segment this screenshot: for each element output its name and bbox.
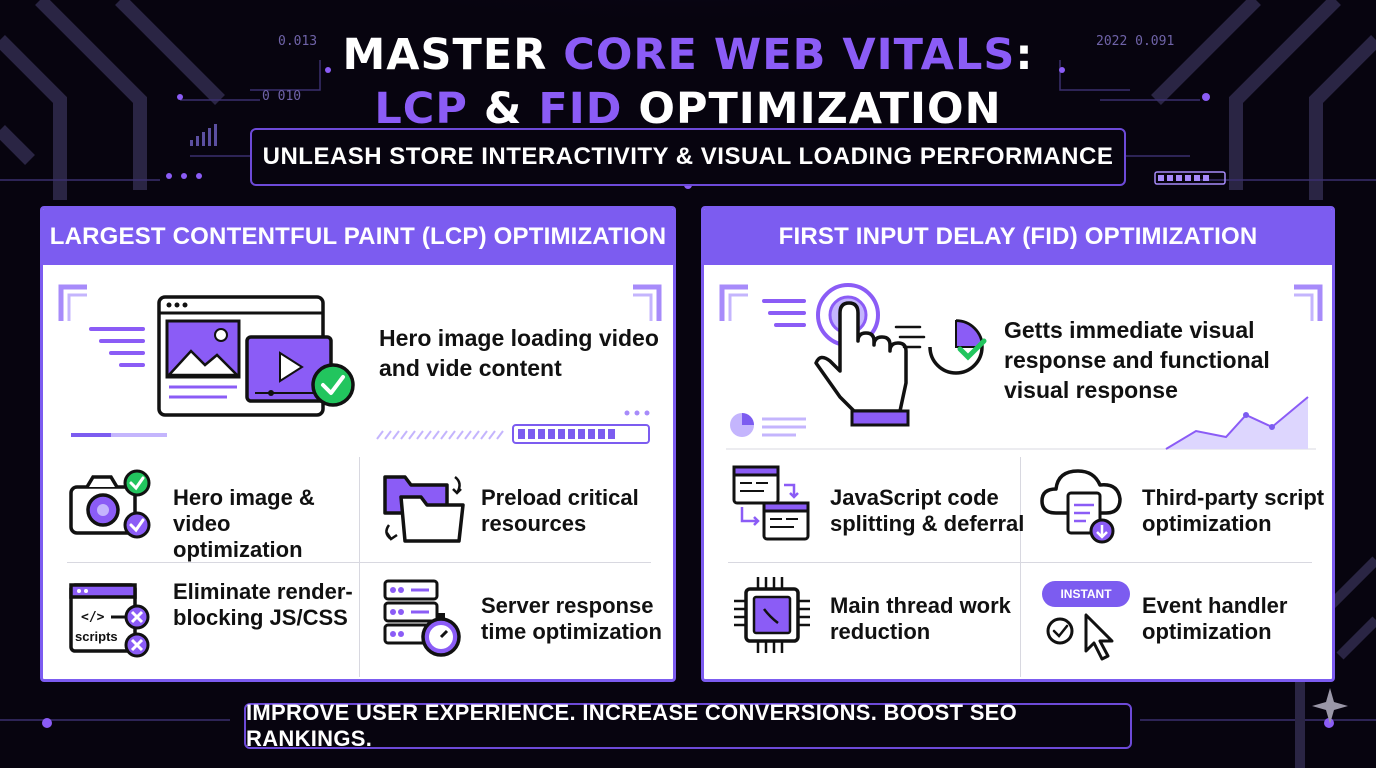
lcp-panel-heading: LARGEST CONTENTFUL PAINT (LCP) OPTIMIZAT… bbox=[43, 209, 673, 265]
instant-cursor-icon bbox=[1046, 613, 1114, 661]
scripts-blocked-icon: </> scripts bbox=[69, 583, 150, 658]
lcp-item-hero-media: Hero image & video optimization bbox=[65, 461, 365, 565]
lcp-item-label: Hero image & video optimization bbox=[173, 485, 315, 562]
lcp-item-server: Server response time optimization bbox=[377, 571, 673, 675]
fid-hero: Getts immediate visual response and func… bbox=[704, 265, 1332, 453]
camera-check-icon bbox=[69, 469, 151, 539]
corner-bracket-icon bbox=[1294, 284, 1323, 321]
corner-bracket-icon bbox=[58, 284, 87, 321]
fid-item-label: Main thread work reduction bbox=[830, 593, 1011, 644]
fid-item-event-handler: INSTANT Event handler optimization bbox=[1038, 571, 1332, 675]
lcp-hero: Hero image loading video and vide conten… bbox=[43, 265, 673, 453]
folders-icon bbox=[383, 475, 465, 543]
code-split-icon bbox=[732, 465, 810, 541]
fid-item-code-splitting: JavaScript code splitting & deferral bbox=[726, 461, 1026, 565]
svg-text:</>: </> bbox=[81, 610, 105, 625]
title-text: OPTIMIZATION bbox=[622, 84, 1002, 134]
fid-hero-text: Getts immediate visual response and func… bbox=[1004, 317, 1270, 403]
cloud-script-icon bbox=[1040, 469, 1122, 544]
lcp-hero-text: Hero image loading video and vide conten… bbox=[379, 325, 659, 381]
lcp-item-preload: Preload critical resources bbox=[377, 461, 673, 565]
page-title-line1: MASTER CORE WEB VITALS: bbox=[0, 30, 1376, 80]
corner-bracket-icon bbox=[633, 284, 662, 321]
lcp-item-label: Eliminate render-blocking JS/CSS bbox=[173, 579, 353, 630]
title-text: : bbox=[1015, 30, 1034, 80]
title-text: & bbox=[467, 84, 539, 134]
fid-item-third-party: Third-party script optimization bbox=[1038, 461, 1332, 565]
hero-media-icon bbox=[89, 295, 355, 417]
page-subtitle: UNLEASH STORE INTERACTIVITY & VISUAL LOA… bbox=[250, 128, 1126, 186]
deco-number: 0.013 bbox=[278, 34, 318, 49]
instant-badge: INSTANT bbox=[1042, 581, 1130, 607]
server-timer-icon bbox=[383, 579, 461, 657]
fid-item-label: Event handler optimization bbox=[1142, 593, 1288, 644]
corner-bracket-icon bbox=[719, 284, 748, 321]
title-accent-text: LCP bbox=[374, 84, 468, 134]
lcp-item-label: Preload critical resources bbox=[481, 485, 639, 536]
scripts-icon-label: scripts bbox=[75, 629, 118, 644]
lcp-item-label: Server response time optimization bbox=[481, 593, 662, 644]
loading-progress-decoration bbox=[71, 410, 650, 444]
title-accent-text: FID bbox=[538, 84, 623, 134]
fid-panel-heading: FIRST INPUT DELAY (FID) OPTIMIZATION bbox=[704, 209, 1332, 265]
deco-number: 2022 0.091 bbox=[1096, 34, 1175, 49]
deco-number: 0 010 bbox=[262, 89, 302, 104]
tap-hand-icon bbox=[762, 283, 987, 427]
fid-panel: FIRST INPUT DELAY (FID) OPTIMIZATION Get bbox=[701, 206, 1335, 682]
lcp-panel: LARGEST CONTENTFUL PAINT (LCP) OPTIMIZAT… bbox=[40, 206, 676, 682]
fid-item-main-thread: Main thread work reduction bbox=[726, 571, 1026, 675]
title-accent-text: CORE WEB VITALS bbox=[563, 30, 1016, 80]
footer-banner: IMPROVE USER EXPERIENCE. INCREASE CONVER… bbox=[244, 700, 1132, 751]
chart-decoration bbox=[726, 396, 1316, 450]
lcp-item-render-blocking: </> scripts Eliminate render-blocking JS… bbox=[65, 571, 365, 675]
title-text: MASTER bbox=[342, 30, 564, 80]
fid-item-label: Third-party script optimization bbox=[1142, 485, 1325, 536]
page-title-line2: LCP & FID OPTIMIZATION bbox=[0, 84, 1376, 134]
fid-item-label: JavaScript code splitting & deferral bbox=[830, 485, 1025, 536]
cpu-chip-icon bbox=[734, 577, 810, 653]
